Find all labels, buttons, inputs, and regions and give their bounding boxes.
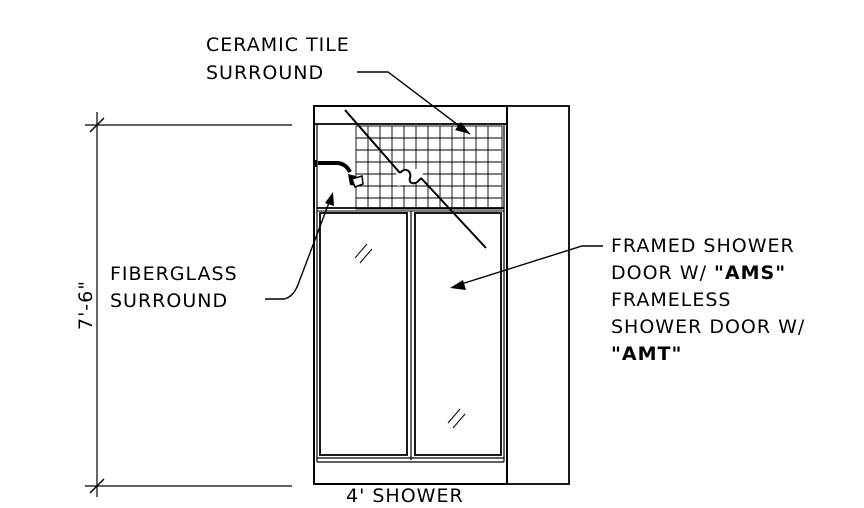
ceramic-tile-grid <box>355 125 503 210</box>
door-note-line4: SHOWER DOOR W/ <box>611 316 805 338</box>
left-door-panel <box>319 212 408 456</box>
door-note-line3: FRAMELESS <box>611 289 731 311</box>
ceramic-tile-label-line2: SURROUND <box>206 62 324 84</box>
door-note-line2: DOOR W/ "AMS" <box>611 262 786 284</box>
ceramic-tile-label-line1: CERAMIC TILE <box>206 34 350 56</box>
ceramic-tile-leader <box>357 71 471 135</box>
side-wall <box>506 105 570 485</box>
width-dimension-label: 4' SHOWER <box>346 485 464 507</box>
shower-door-leader <box>450 245 603 290</box>
shower-opening-frame <box>313 105 508 485</box>
fiberglass-label-line1: FIBERGLASS <box>110 263 238 285</box>
right-door-panel <box>414 212 502 456</box>
fiberglass-leader <box>265 192 334 300</box>
height-dimension: 7'-6" <box>75 112 292 497</box>
height-dimension-label: 7'-6" <box>75 280 97 330</box>
shower-door-note: FRAMED SHOWER DOOR W/ "AMS" FRAMELESS SH… <box>611 235 805 365</box>
fiberglass-label-line2: SURROUND <box>110 290 228 312</box>
shower-head <box>315 160 364 188</box>
door-note-line5: "AMT" <box>611 343 682 365</box>
door-note-line1: FRAMED SHOWER <box>611 235 795 257</box>
